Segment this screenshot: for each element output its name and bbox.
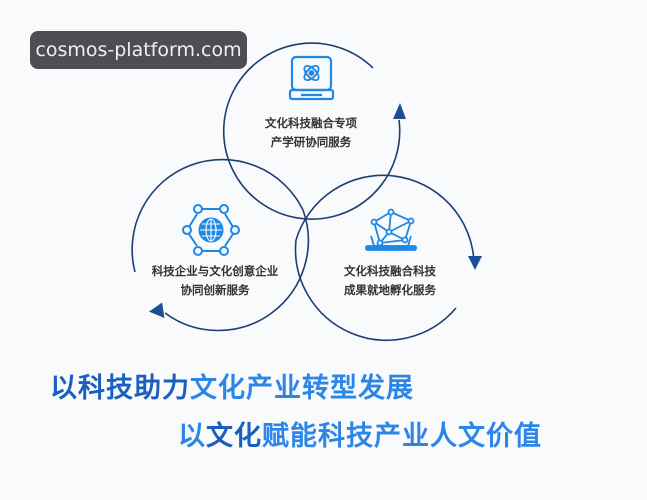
slogan-2-part-2: 赋能 bbox=[262, 421, 318, 452]
top-circle-label-line-1: 文化科技融合专项 bbox=[265, 116, 357, 130]
right-circle bbox=[294, 174, 475, 341]
right-circle-arrow-icon bbox=[468, 256, 482, 270]
left-circle-label-line-2: 协同创新服务 bbox=[180, 283, 250, 297]
slogan-1-rest: 文化产业转型发展 bbox=[190, 373, 414, 404]
watermark-badge: cosmos-platform.com bbox=[30, 31, 247, 69]
right-circle-label: 文化科技融合科技 成果就地孵化服务 bbox=[330, 262, 450, 300]
right-circle-label-line-1: 文化科技融合科技 bbox=[344, 264, 436, 278]
slogan-1-emphasis: 以科技助力 bbox=[50, 373, 190, 404]
left-circle-label-line-1: 科技企业与文化创意企业 bbox=[151, 264, 279, 278]
slogan-2-part-1: 以 bbox=[178, 421, 206, 452]
left-circle-label: 科技企业与文化创意企业 协同创新服务 bbox=[139, 262, 291, 300]
left-circle bbox=[131, 158, 310, 332]
top-circle-label-line-2: 产学研协同服务 bbox=[270, 135, 352, 149]
slogan-2-rest: 科技产业人文价值 bbox=[318, 421, 542, 452]
globe-network-icon bbox=[182, 204, 240, 256]
top-circle-label: 文化科技融合专项 产学研协同服务 bbox=[251, 114, 371, 152]
network-laptop-icon bbox=[365, 208, 417, 251]
left-circle-arrow-icon bbox=[149, 302, 165, 318]
slogan-line-2: 以文化赋能科技产业人文价值 bbox=[178, 420, 542, 454]
slogan-line-1: 以科技助力文化产业转型发展 bbox=[50, 372, 414, 406]
atom-computer-icon bbox=[288, 55, 335, 101]
top-circle bbox=[222, 42, 401, 220]
slogan-2-emphasis-1: 文化 bbox=[206, 421, 262, 452]
top-circle-arrow-icon bbox=[393, 103, 406, 119]
right-circle-label-line-2: 成果就地孵化服务 bbox=[344, 283, 436, 297]
